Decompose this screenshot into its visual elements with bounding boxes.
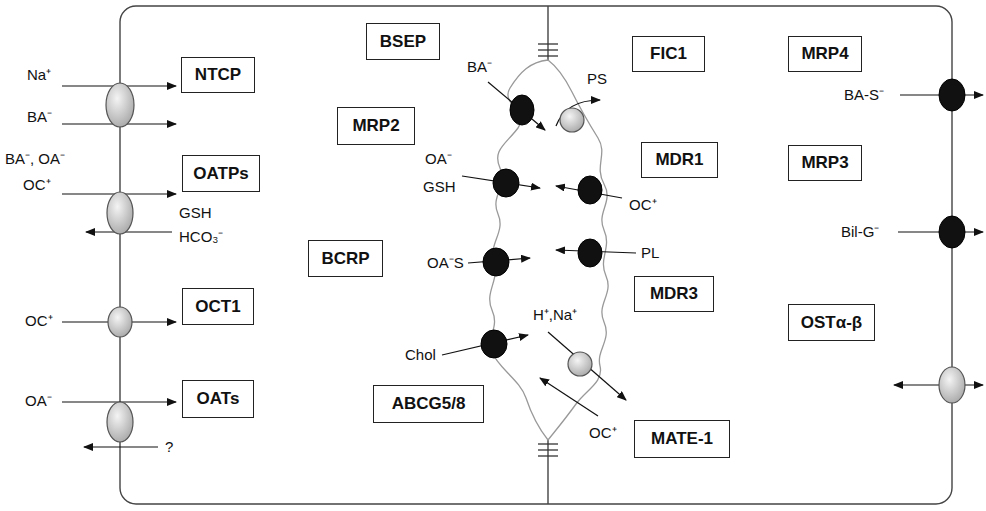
abc-transporter <box>481 95 602 358</box>
substrate-text: OC⁺ <box>22 176 52 193</box>
carrier-transporter <box>106 83 134 442</box>
transport-arrow <box>442 82 636 416</box>
tight-junction <box>538 44 558 456</box>
abc-transporter <box>939 79 965 248</box>
transporter-name: ABCG5/8 <box>392 394 466 414</box>
substrate-label: GSH <box>178 204 213 222</box>
substrate-text: PS <box>586 70 608 87</box>
substrate-text: BA-S⁻ <box>843 86 885 103</box>
substrate-label: OA⁻S <box>426 254 465 272</box>
cell-outline <box>120 6 952 504</box>
transporter-label-box: MRP4 <box>788 36 862 72</box>
substrate-text: OC⁺ <box>628 196 658 213</box>
transporter-label-box: OSTα-β <box>788 304 875 341</box>
cell-border <box>547 438 548 504</box>
transporter-label-box: MDR3 <box>634 276 714 312</box>
substrate-label: GSH <box>422 178 457 196</box>
substrate-text: PL <box>640 244 660 261</box>
substrate-label: OC⁺ <box>22 176 52 194</box>
substrate-text: ? <box>164 438 174 455</box>
transporter-name: MRP2 <box>352 116 399 136</box>
substrate-text: OC⁺ <box>588 424 618 441</box>
substrate-text: OA⁻ <box>24 392 53 409</box>
transporter-label-box: MRP2 <box>337 107 415 145</box>
substrate-label: OC⁺ <box>588 424 618 442</box>
substrate-label: OA⁻ <box>24 392 53 410</box>
transporter-name: OATs <box>197 389 240 409</box>
substrate-text: OA⁻S <box>426 254 465 271</box>
substrate-text: BA⁻ <box>26 108 53 125</box>
substrate-text: GSH <box>422 178 457 195</box>
transporter-label-box: BSEP <box>366 23 440 60</box>
transporter-name: BCRP <box>321 249 369 269</box>
bile-canaliculus <box>490 60 608 440</box>
transporter-label-box: OATs <box>182 380 254 418</box>
substrate-label: PL <box>640 244 660 262</box>
substrate-label: Na⁺ <box>26 66 52 84</box>
carrier-transporter <box>560 108 592 376</box>
transporter-label-box: MRP3 <box>788 145 862 181</box>
transporter-name: MATE-1 <box>651 429 713 449</box>
substrate-label: Bil-G⁻ <box>840 223 880 241</box>
substrate-label: H⁺,Na⁺ <box>532 306 578 324</box>
transporter-label-box: MATE-1 <box>634 420 730 458</box>
substrate-text: BA⁻ <box>466 58 493 75</box>
substrate-text: GSH <box>178 204 213 221</box>
transporter-label-box: ABCG5/8 <box>373 385 484 423</box>
substrate-text: Na⁺ <box>26 66 52 83</box>
transporter-name: OCT1 <box>195 297 240 317</box>
transporter-label-box: NTCP <box>181 57 255 93</box>
transporter-name: OATPs <box>193 164 248 184</box>
substrate-label: HCO₃⁻ <box>178 228 224 246</box>
cell-border <box>547 6 548 62</box>
transporter-name: BSEP <box>380 32 426 52</box>
transporter-name: FIC1 <box>650 44 687 64</box>
transporter-name: MRP4 <box>801 44 848 64</box>
substrate-text: BA⁻, OA⁻ <box>4 150 66 167</box>
transporter-name: MDR3 <box>650 284 698 304</box>
transporter-name: OSTα-β <box>801 313 862 333</box>
substrate-label: BA-S⁻ <box>843 86 885 104</box>
substrate-text: OA⁻ <box>424 150 453 167</box>
transporter-label-box: BCRP <box>308 240 383 277</box>
substrate-text: Bil-G⁻ <box>840 223 880 240</box>
substrate-label: PS <box>586 70 608 88</box>
transporter-name: MRP3 <box>801 153 848 173</box>
substrate-text: HCO₃⁻ <box>178 228 224 245</box>
substrate-label: BA⁻ <box>26 108 53 126</box>
substrate-label: OC⁺ <box>24 312 54 330</box>
carrier-transporter <box>939 367 965 403</box>
transport-arrow <box>894 95 983 385</box>
transport-arrow <box>62 86 176 447</box>
substrate-text: OC⁺ <box>24 312 54 329</box>
substrate-text: H⁺,Na⁺ <box>532 306 578 323</box>
transporter-label-box: MDR1 <box>641 142 718 178</box>
substrate-label: OC⁺ <box>628 196 658 214</box>
transporter-name: NTCP <box>195 65 241 85</box>
substrate-label: OA⁻ <box>424 150 453 168</box>
transporter-label-box: FIC1 <box>632 36 705 72</box>
transporter-name: MDR1 <box>655 150 703 170</box>
transporter-label-box: OATPs <box>182 155 260 192</box>
substrate-text: Chol <box>404 346 437 363</box>
substrate-label: ? <box>164 438 174 456</box>
substrate-label: BA⁻, OA⁻ <box>4 150 66 168</box>
substrate-label: Chol <box>404 346 437 364</box>
substrate-label: BA⁻ <box>466 58 493 76</box>
transporter-label-box: OCT1 <box>182 288 254 325</box>
